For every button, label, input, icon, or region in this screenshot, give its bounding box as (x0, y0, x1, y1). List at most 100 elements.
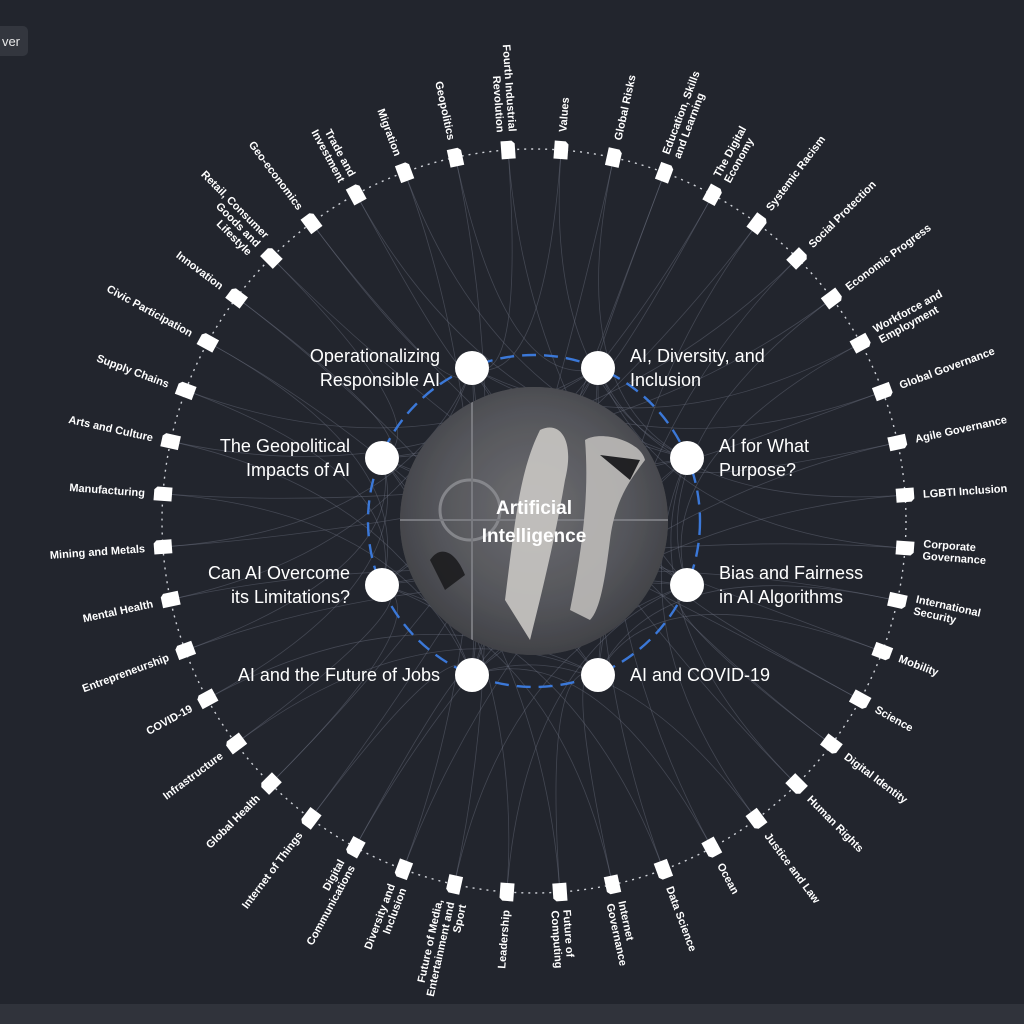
topic-node-icon[interactable] (446, 874, 464, 895)
topic-node-icon[interactable] (786, 247, 809, 270)
topic-node-icon[interactable] (654, 161, 674, 184)
topic-item[interactable]: Science (848, 689, 915, 735)
topic-node-icon[interactable] (887, 433, 908, 452)
topic-item[interactable]: Justice and Law (745, 807, 823, 906)
topic-node-icon[interactable] (895, 540, 915, 556)
topic-node-icon[interactable] (895, 487, 915, 503)
key-issue[interactable]: AI and COVID-19 (581, 658, 770, 692)
topic-node-icon[interactable] (819, 733, 843, 755)
topic-item[interactable]: Systemic Racism (746, 134, 828, 236)
topic-node-icon[interactable] (849, 332, 872, 354)
topic-item[interactable]: Arts and Culture (67, 414, 181, 451)
topic-item[interactable]: LGBTI Inclusion (895, 483, 1008, 503)
topic-item[interactable]: Geopolitics (432, 80, 465, 168)
view-toggle-button[interactable]: ver (0, 26, 28, 56)
topic-node-icon[interactable] (394, 858, 414, 881)
topic-node-icon[interactable] (745, 807, 768, 831)
topic-node-icon[interactable] (746, 212, 768, 236)
topic-node-icon[interactable] (196, 688, 219, 710)
topic-node-icon[interactable] (887, 591, 908, 610)
key-issue-node[interactable] (581, 658, 615, 692)
key-issue-node[interactable] (365, 568, 399, 602)
topic-item[interactable]: Mining and Metals (50, 539, 173, 562)
topic-item[interactable]: Global Risks (604, 74, 639, 168)
topic-node-icon[interactable] (394, 161, 415, 184)
topic-item[interactable]: Civic Participation (104, 283, 220, 353)
topic-node-icon[interactable] (160, 433, 181, 451)
topic-item[interactable]: Leadership (496, 882, 515, 970)
key-issue[interactable]: AI and the Future of Jobs (238, 658, 489, 692)
topic-node-icon[interactable] (259, 772, 282, 795)
topic-item[interactable]: Migration (374, 107, 415, 184)
topic-node-icon[interactable] (160, 590, 181, 609)
key-issue-node[interactable] (365, 441, 399, 475)
topic-node-icon[interactable] (702, 183, 723, 207)
topic-node-icon[interactable] (552, 882, 568, 902)
topic-item[interactable]: Social Protection (786, 179, 879, 270)
topic-node-icon[interactable] (603, 874, 622, 895)
topic-item[interactable]: Mobility (871, 641, 941, 679)
topic-node-icon[interactable] (260, 246, 283, 269)
topic-node-icon[interactable] (345, 835, 366, 859)
topic-node-icon[interactable] (225, 287, 249, 309)
key-issue-node[interactable] (670, 441, 704, 475)
topic-node-icon[interactable] (153, 539, 173, 555)
topic-node-icon[interactable] (300, 806, 322, 830)
topic-node-icon[interactable] (174, 381, 197, 401)
topic-node-icon[interactable] (153, 486, 173, 502)
topic-node-icon[interactable] (701, 836, 723, 859)
topic-item[interactable]: Mental Health (82, 590, 181, 625)
center-image[interactable] (400, 387, 668, 655)
topic-node-icon[interactable] (224, 732, 248, 755)
topic-item[interactable]: Data Science (653, 858, 699, 953)
topic-item[interactable]: Agile Governance (887, 414, 1008, 452)
topic-node-icon[interactable] (196, 332, 220, 353)
topic-node-icon[interactable] (871, 381, 894, 402)
topic-node-icon[interactable] (446, 147, 465, 168)
topic-node-icon[interactable] (300, 211, 323, 235)
topic-item[interactable]: Global Governance (871, 345, 997, 402)
topic-node-icon[interactable] (785, 773, 808, 796)
topic-item[interactable]: Digital Identity (819, 733, 910, 807)
key-issue-node[interactable] (581, 351, 615, 385)
topic-node-icon[interactable] (604, 147, 623, 168)
topic-node-icon[interactable] (345, 183, 367, 206)
topic-node-icon[interactable] (174, 640, 197, 661)
topic-node-icon[interactable] (500, 140, 516, 160)
key-issue-node[interactable] (455, 658, 489, 692)
topic-item[interactable]: Values (553, 97, 572, 160)
topic-item[interactable]: Infrastructure (161, 732, 248, 803)
topic-item[interactable]: Ocean (701, 836, 741, 897)
key-issue-node[interactable] (670, 568, 704, 602)
topic-node-icon[interactable] (871, 641, 894, 661)
topic-item[interactable]: Human Rights (785, 773, 865, 855)
topic-item[interactable]: Economic Progress (820, 222, 934, 310)
topic-node-icon[interactable] (499, 882, 515, 902)
topic-node-icon[interactable] (653, 858, 674, 881)
key-issue-node[interactable] (455, 351, 489, 385)
topic-node-icon[interactable] (553, 140, 569, 160)
topic-item[interactable]: Supply Chains (95, 353, 197, 401)
topic-item[interactable]: Innovation (174, 249, 249, 309)
topic-item[interactable]: Internet of Things (240, 806, 322, 911)
topic-node-icon[interactable] (820, 287, 844, 310)
